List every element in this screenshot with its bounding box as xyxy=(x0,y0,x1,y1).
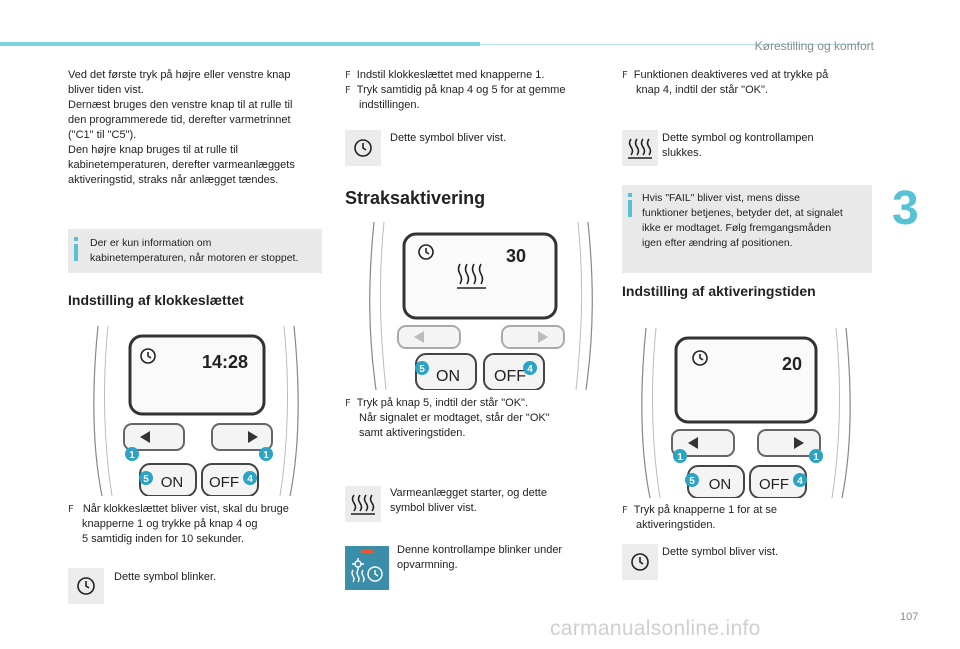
svg-text:ON: ON xyxy=(709,476,732,493)
svg-text:4: 4 xyxy=(247,474,253,485)
heating-icon xyxy=(628,138,652,159)
info-icon xyxy=(628,193,632,217)
svg-text:ON: ON xyxy=(436,368,460,385)
section-title-clock: Indstilling af klokkeslættet xyxy=(68,292,244,308)
remote-display-time: 14:28 xyxy=(202,352,248,372)
svg-text:ON: ON xyxy=(161,474,184,491)
info-box: Der er kun information om kabinetemperat… xyxy=(68,229,322,273)
clock-icon xyxy=(354,139,372,157)
symbol-box-clock-2 xyxy=(345,130,381,166)
heater-indicator-icon xyxy=(351,550,383,583)
svg-text:1: 1 xyxy=(129,450,135,461)
symbol-box-heating xyxy=(345,486,381,522)
symbol-text-shown: Dette symbol bliver vist. xyxy=(390,132,507,144)
svg-text:OFF: OFF xyxy=(759,476,789,493)
clock-icon xyxy=(140,348,156,364)
remote-image-duration: 20 1 1 ON OFF 5 4 xyxy=(640,327,852,499)
symbol-box-clock-3 xyxy=(622,544,658,580)
svg-text:1: 1 xyxy=(263,450,269,461)
bullet-set-clock: Indstil klokkeslættet med knapperne 1. T… xyxy=(345,68,595,113)
clock-icon xyxy=(692,350,708,366)
section-title-duration: Indstilling af aktiveringstiden xyxy=(622,283,816,299)
bullet-clock-set: Når klokkeslættet bliver vist, skal du b… xyxy=(68,502,328,547)
symbol-box-heating-2 xyxy=(622,130,658,166)
section-title-immediate: Straksaktivering xyxy=(345,188,486,208)
symbol-text-turns-off: Dette symbol og kontrollampen slukkes. xyxy=(662,132,814,159)
intro-text: Ved det første tryk på højre eller venst… xyxy=(68,69,295,186)
page-number: 107 xyxy=(900,611,919,623)
symbol-text-shown-2: Dette symbol bliver vist. xyxy=(662,546,779,558)
svg-text:OFF: OFF xyxy=(209,474,239,491)
bullet-immediate: Tryk på knap 5, indtil der står "OK". Nå… xyxy=(345,396,595,441)
header-accent-bar xyxy=(0,42,480,46)
bullet-duration: Tryk på knapperne 1 for at se aktivering… xyxy=(622,503,872,533)
remote-display-duration: 20 xyxy=(782,354,802,374)
clock-icon xyxy=(77,577,95,595)
info-icon xyxy=(74,237,78,261)
clock-icon xyxy=(631,553,649,571)
heating-icon xyxy=(351,494,375,515)
remote-image-clock: 14:28 1 1 ON OFF 5 4 xyxy=(90,325,302,497)
svg-text:5: 5 xyxy=(689,476,695,487)
header-rule xyxy=(480,44,870,45)
svg-text:4: 4 xyxy=(797,476,803,487)
chapter-tab: 3 xyxy=(892,182,919,235)
remote-image-immediate: 30 ON OFF 5 4 xyxy=(368,221,594,391)
svg-text:1: 1 xyxy=(677,452,683,463)
watermark: carmanualsonline.info xyxy=(550,617,761,640)
svg-text:OFF: OFF xyxy=(494,368,526,385)
chapter-title: Kørestilling og komfort xyxy=(754,39,874,53)
heating-icon xyxy=(457,263,486,289)
clock-icon xyxy=(418,244,434,260)
remote-display-minutes: 30 xyxy=(506,246,526,266)
svg-text:5: 5 xyxy=(143,474,149,485)
symbol-text-blink: Dette symbol blinker. xyxy=(114,571,217,583)
symbol-text-lamp-blinks: Denne kontrollampe blinker under opvarmn… xyxy=(397,544,563,571)
info-box-fail: Hvis "FAIL" bliver vist, mens disse funk… xyxy=(622,185,872,273)
bullet-deactivate: Funktionen deaktiveres ved at trykke på … xyxy=(622,68,872,98)
svg-text:4: 4 xyxy=(527,364,533,375)
svg-text:5: 5 xyxy=(419,364,425,375)
symbol-box-clock xyxy=(68,568,104,604)
symbol-text-heater-starts: Varmeanlægget starter, og dette symbol b… xyxy=(390,487,547,514)
svg-text:1: 1 xyxy=(813,452,819,463)
symbol-box-indicator-lamp xyxy=(345,546,389,590)
